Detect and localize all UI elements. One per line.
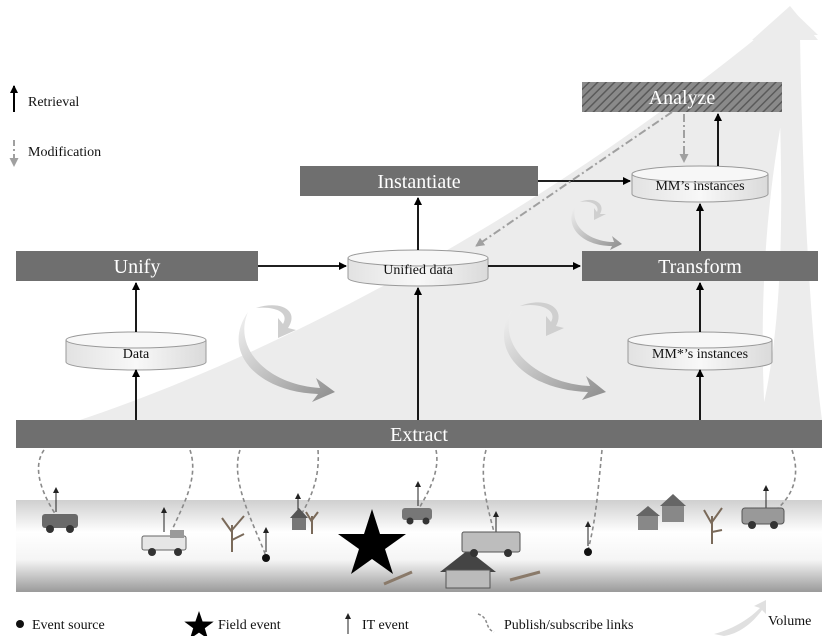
extract-bar[interactable] <box>16 420 822 448</box>
unify-label: Unify <box>114 256 161 278</box>
tree-icon <box>221 515 245 552</box>
analyze-bar[interactable] <box>582 82 782 112</box>
it-event-legend-label: IT event <box>362 618 409 633</box>
retrieval-label: Retrieval <box>28 95 79 110</box>
fire-truck-icon <box>461 531 521 557</box>
unified-data-label: Unified data <box>383 263 453 278</box>
bottom-legend: Event source Field event IT event Publis… <box>16 600 811 636</box>
mm-star-instances-label: MM*’s instances <box>652 347 748 362</box>
arrow-analyze-to-unified-data <box>475 111 673 247</box>
transform-label: Transform <box>658 256 742 278</box>
tree-icon <box>703 507 723 544</box>
data-label: Data <box>123 347 150 362</box>
unified-data-store[interactable]: Unified data <box>347 249 489 287</box>
cycle-arrow-middle-top <box>520 302 564 336</box>
mm-instances-store[interactable]: MM’s instances <box>631 165 769 203</box>
publish-subscribe-legend-icon <box>477 613 495 633</box>
publish-subscribe-links <box>37 449 797 557</box>
mm-star-instances-store[interactable]: MM*’s instances <box>627 331 773 371</box>
event-source-legend-icon <box>16 620 24 628</box>
field-event-star <box>338 509 406 574</box>
field-event-legend-label: Field event <box>218 618 281 633</box>
cycle-arrow-left-top <box>256 305 296 338</box>
cycle-arrow-small-top <box>580 199 606 220</box>
cycle-arrow-middle <box>503 310 606 400</box>
extract-label: Extract <box>390 424 448 446</box>
volume-arrow-head <box>752 6 818 40</box>
modification-legend: Modification <box>9 140 101 167</box>
tree-icon <box>305 511 319 534</box>
cycle-arrow-small <box>571 204 622 250</box>
vehicle-icon <box>402 508 432 525</box>
debris-icon <box>383 570 541 586</box>
instantiate-bar[interactable] <box>300 166 538 196</box>
publish-subscribe-legend-label: Publish/subscribe links <box>504 618 634 633</box>
house-icon <box>440 550 496 589</box>
vehicle-icon <box>741 507 785 529</box>
vehicle-icon <box>42 514 78 533</box>
cycle-arrows <box>238 199 622 402</box>
house-icon <box>636 494 686 530</box>
house-icon <box>290 508 308 530</box>
field-event-legend-icon <box>184 611 214 636</box>
volume-legend-icon <box>714 600 766 636</box>
instantiate-label: Instantiate <box>377 171 460 193</box>
volume-shape <box>80 8 822 420</box>
mm-instances-label: MM’s instances <box>655 179 744 194</box>
data-store[interactable]: Data <box>65 331 207 371</box>
unify-bar[interactable] <box>16 251 258 281</box>
retrieval-arrows <box>132 113 722 420</box>
vehicle-icon <box>141 530 187 556</box>
modification-label: Modification <box>28 145 101 160</box>
transform-bar[interactable] <box>582 251 818 281</box>
ground-scene <box>42 494 785 589</box>
analyze-label: Analyze <box>649 87 716 109</box>
volume-legend-label: Volume <box>768 614 811 629</box>
cycle-arrow-left <box>238 312 335 402</box>
modification-arrows <box>475 111 689 247</box>
event-source-legend-label: Event source <box>32 618 105 633</box>
retrieval-legend: Retrieval <box>10 85 79 112</box>
